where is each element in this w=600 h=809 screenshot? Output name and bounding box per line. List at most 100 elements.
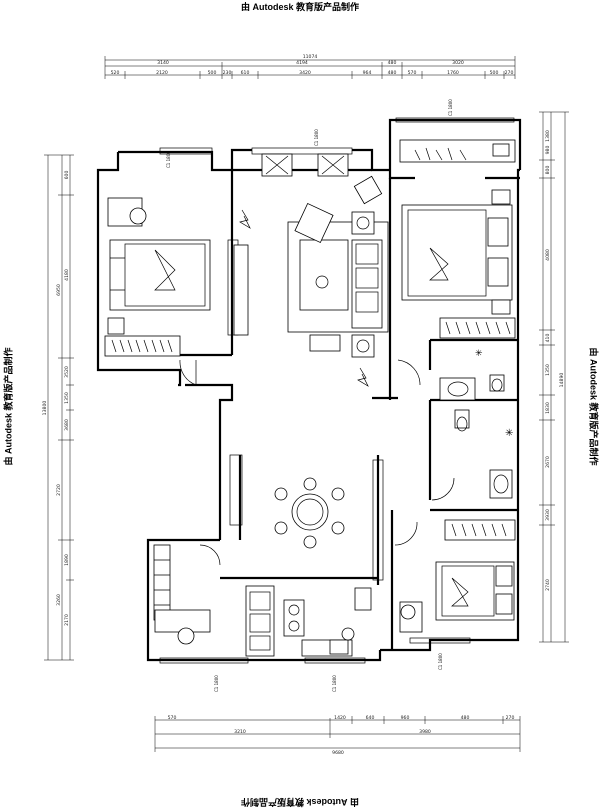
plant-icon [240,210,250,228]
wardrobe [445,520,515,540]
pillow [488,258,508,286]
plant-icon [358,368,368,386]
dining-chair [332,488,344,500]
dim-label: 964 [363,70,372,76]
shower-icon: ✳ [475,349,483,359]
door-swing [180,360,196,385]
window-tag: C1 1800 [448,99,453,116]
dim-label: 3420 [299,70,311,76]
dim-label: 600 [64,171,70,180]
nightstand [108,318,124,334]
pillow [488,218,508,246]
dim-label: 230 [223,70,232,76]
shower-icon: ✳ [505,428,513,439]
second-bedroom [395,520,515,632]
dim-label: 2120 [156,70,168,76]
dim-label: 800 [545,166,551,175]
dim-label: 1350 [545,364,551,376]
dim-label: 3140 [157,60,169,66]
wardrobe [105,336,180,356]
ottoman [310,335,340,351]
wardrobe [440,318,515,338]
dim-label: 3680 [64,419,70,431]
tv-cabinet [234,245,248,335]
dim-label: 2670 [545,456,551,468]
dim-label: 640 [366,715,375,721]
dim-label: 2720 [56,484,62,496]
dim-top-row2: 3140 4194 480 3020 [157,60,464,66]
dim-top-total: 11074 [303,54,318,60]
side-table [352,335,374,357]
left-bedroom [105,198,210,385]
dim-label: 1420 [334,715,346,721]
dim-label: 3520 [64,366,70,378]
dim-right-total: 14890 [559,373,565,388]
dim-label: 3980 [419,729,431,735]
dim-label: 480 [388,70,397,76]
door-swing [432,478,454,500]
dim-label: 2740 [545,579,551,591]
nightstand [492,300,510,314]
bathrooms: ✳ ✳ [432,349,513,500]
kitchen [246,586,371,656]
dim-label: 1890 [64,554,70,566]
dim-label: 270 [505,70,514,76]
dining-chair [275,522,287,534]
dim-label: 4180 [64,269,70,281]
door-swing [395,522,417,545]
nightstand [492,190,510,204]
living-room [234,154,388,386]
dim-label: 610 [241,70,250,76]
bottom-dimension-chain [155,716,520,752]
basin [440,378,475,400]
dim-label: 570 [408,70,417,76]
dim-label: 6950 [56,284,62,296]
dim-label: 3930 [545,509,551,521]
dim-label: 4080 [545,249,551,261]
dim-label: 500 [208,70,217,76]
dining-chair [332,522,344,534]
dim-left-total: 13800 [42,401,48,416]
dim-label: 1380 [545,130,551,142]
bookshelf [154,545,170,620]
chair [130,208,146,224]
dim-label: 270 [506,715,515,721]
dim-label: 1760 [447,70,459,76]
door-swing [200,545,220,565]
dim-label: 2170 [64,614,70,626]
dim-label: 960 [401,715,410,721]
lamp-table [354,176,381,203]
dim-left-row: 600 4180 6950 3520 1350 3680 2720 1890 3… [56,171,70,626]
dim-label: 4194 [296,60,308,66]
window-tag: C1 1800 [438,653,443,670]
window-tag: C1 1800 [332,675,337,692]
dim-label: 570 [168,715,177,721]
dim-label: 1350 [64,392,70,404]
dim-label: 480 [388,60,397,66]
window-tag: C1 1800 [314,129,319,146]
sofa [352,240,382,328]
side-table [352,212,374,234]
dim-label: 3260 [56,594,62,606]
dim-label: 500 [490,70,499,76]
sink [330,640,348,654]
dim-label: 520 [111,70,120,76]
chair [401,605,415,619]
plant-icon [342,628,354,640]
dining-table [292,494,328,530]
dim-bottom-total: 9680 [332,750,344,756]
dim-label: 3210 [234,729,246,735]
window-tag: C1 1800 [214,675,219,692]
dining-area [275,478,344,548]
dining-chair [304,536,316,548]
dining-chair [304,478,316,490]
stove [284,600,304,636]
dining-chair [275,488,287,500]
basin [490,470,512,498]
fridge [355,588,371,610]
dim-label: 980 [545,146,551,155]
dim-right-row: 1380 980 800 4080 410 1350 1830 2670 393… [545,130,551,591]
left-dimension-chain [44,155,74,660]
coffee-table [300,240,348,310]
